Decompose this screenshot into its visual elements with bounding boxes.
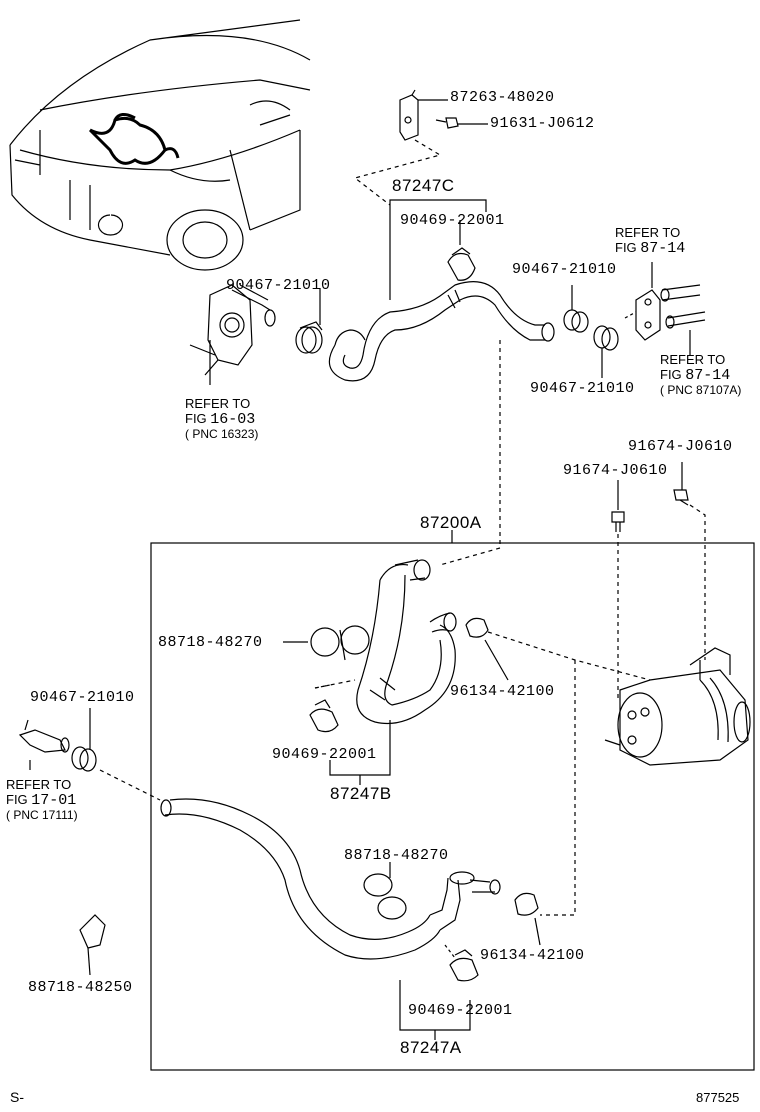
refer-line-1: REFER TO	[6, 777, 72, 792]
label-90467-21010-mid: 90467-21010	[530, 380, 635, 397]
label-90467-21010-right: 90467-21010	[512, 261, 617, 278]
refer-fig-word: FIG	[615, 240, 637, 255]
bolt-91674-a	[611, 511, 625, 700]
hose-87247A	[160, 798, 501, 960]
label-87263-48020: 87263-48020	[450, 89, 555, 106]
refer-fig-87-14-a[interactable]: REFER TO FIG 87-14	[615, 225, 685, 256]
refer-pnc: ( PNC 16323)	[185, 427, 259, 441]
clamp-88718-top	[283, 625, 370, 661]
clip-88718-48250	[79, 914, 106, 976]
water-pump	[604, 647, 751, 766]
refer-fig-number: 16-03	[210, 411, 256, 428]
label-87247A: 87247A	[400, 1038, 462, 1057]
refer-fig-87-14-b[interactable]: REFER TO FIG 87-14 ( PNC 87107A)	[660, 352, 741, 398]
clamp-88718-mid	[363, 862, 407, 920]
clamp-90467-far	[71, 708, 97, 772]
label-90469-22001-top: 90469-22001	[400, 212, 505, 229]
label-88718-48250: 88718-48250	[28, 979, 133, 996]
heater-union	[624, 262, 706, 355]
engine-flange	[189, 284, 276, 385]
clip-90469-mid	[309, 684, 339, 733]
label-96134-42100-top: 96134-42100	[450, 683, 555, 700]
refer-line-1: REFER TO	[615, 225, 681, 240]
label-88718-48270-mid: 88718-48270	[344, 847, 449, 864]
bolt-91674-b	[673, 462, 706, 660]
label-91631-J0612: 91631-J0612	[490, 115, 595, 132]
label-87247C: 87247C	[392, 176, 455, 195]
label-87200A: 87200A	[420, 513, 482, 532]
label-90469-22001-bot: 90469-22001	[408, 1002, 513, 1019]
label-90469-22001-mid: 90469-22001	[272, 746, 377, 763]
hose-87247B	[356, 559, 457, 725]
clip-90469-top	[447, 247, 476, 281]
vehicle-sketch	[9, 19, 311, 271]
refer-line-1: REFER TO	[660, 352, 726, 367]
footer-figure-id: 877525	[696, 1090, 740, 1105]
hose-path-sketch	[88, 113, 180, 165]
refer-fig-word: FIG	[6, 792, 28, 807]
bracket-87263	[399, 89, 448, 141]
refer-fig-17-01[interactable]: REFER TO FIG 17-01 ( PNC 17111)	[6, 777, 78, 823]
clip-96134-bot	[514, 892, 541, 946]
label-91674-J0610-b: 91674-J0610	[563, 462, 668, 479]
assembly-box-87200A	[150, 542, 755, 1071]
hose-87247C	[328, 281, 555, 382]
label-88718-48270-top: 88718-48270	[158, 634, 263, 651]
refer-fig-number: 87-14	[685, 367, 731, 384]
refer-line-1: REFER TO	[185, 396, 251, 411]
refer-fig-number: 87-14	[640, 240, 686, 257]
refer-fig-word: FIG	[185, 411, 207, 426]
label-96134-42100-bot: 96134-42100	[480, 947, 585, 964]
clamp-90467-right	[563, 285, 589, 333]
refer-pnc: ( PNC 17111)	[6, 808, 78, 822]
label-87247B: 87247B	[330, 784, 392, 803]
clamp-90467-left	[295, 288, 323, 354]
label-91674-J0610-a: 91674-J0610	[628, 438, 733, 455]
clamp-90467-mid	[593, 325, 619, 378]
pipe-17-01	[18, 719, 70, 770]
refer-fig-number: 17-01	[31, 792, 77, 809]
clip-90469-bot	[444, 944, 479, 982]
bolt-91631	[435, 117, 488, 129]
refer-pnc: ( PNC 87107A)	[660, 383, 742, 397]
footer-left: S-	[10, 1089, 24, 1105]
refer-fig-16-03[interactable]: REFER TO FIG 16-03 ( PNC 16323)	[185, 396, 258, 442]
refer-fig-word: FIG	[660, 367, 682, 382]
label-90467-21010-left: 90467-21010	[226, 277, 331, 294]
label-90467-21010-far: 90467-21010	[30, 689, 135, 706]
clip-96134-top	[465, 617, 509, 681]
